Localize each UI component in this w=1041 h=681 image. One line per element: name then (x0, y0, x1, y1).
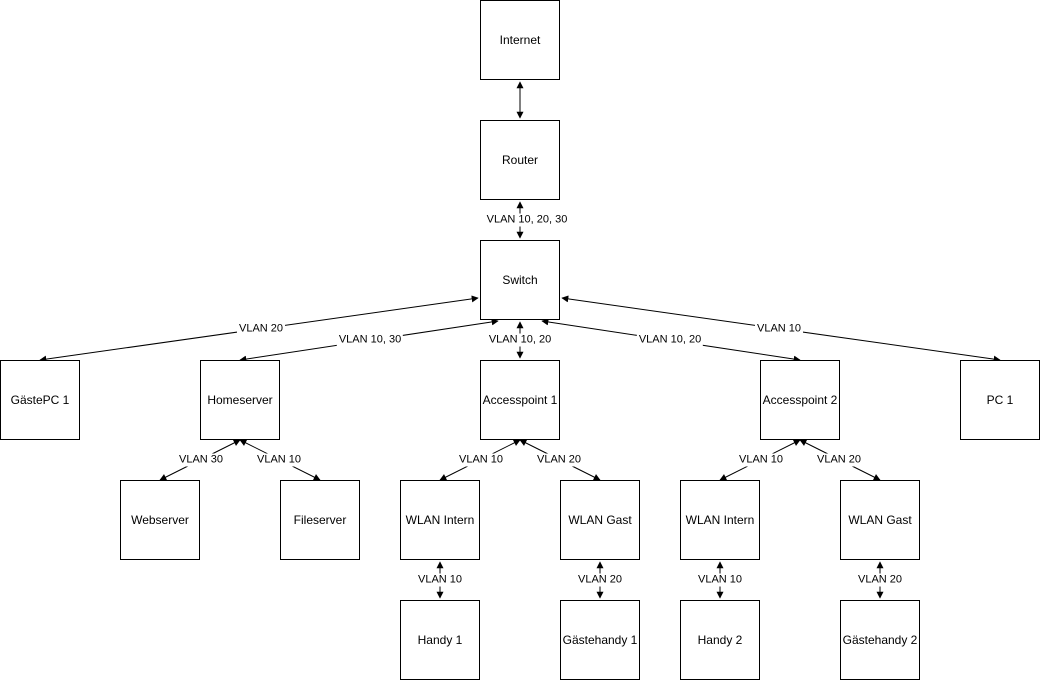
edge-label-router-switch: VLAN 10, 20, 30 (484, 213, 570, 227)
edge-label-ap2-wlan-gast: VLAN 20 (814, 453, 864, 467)
edge-label-wlan-gast1-gaestehandy1: VLAN 20 (575, 573, 625, 587)
node-wlan-gast-2[interactable]: WLAN Gast (840, 480, 920, 560)
edge-label-ap1-wlan-gast: VLAN 20 (534, 453, 584, 467)
edge-label-wlan-intern1-handy1: VLAN 10 (415, 573, 465, 587)
edge-label-switch-homeserver: VLAN 10, 30 (336, 333, 404, 347)
node-gaestepc1[interactable]: GästePC 1 (0, 360, 80, 440)
node-gaestehandy1[interactable]: Gästehandy 1 (560, 600, 640, 680)
node-internet[interactable]: Internet (480, 0, 560, 80)
edge-label-ap1-wlan-intern: VLAN 10 (456, 453, 506, 467)
node-homeserver[interactable]: Homeserver (200, 360, 280, 440)
node-wlan-gast-1[interactable]: WLAN Gast (560, 480, 640, 560)
edge-label-ap2-wlan-intern: VLAN 10 (736, 453, 786, 467)
node-switch[interactable]: Switch (480, 240, 560, 320)
node-accesspoint1[interactable]: Accesspoint 1 (480, 360, 560, 440)
edge-label-homeserver-webserver: VLAN 30 (176, 453, 226, 467)
node-handy1[interactable]: Handy 1 (400, 600, 480, 680)
edge-label-switch-pc1: VLAN 10 (754, 322, 804, 336)
node-gaestehandy2[interactable]: Gästehandy 2 (840, 600, 920, 680)
node-wlan-intern-1[interactable]: WLAN Intern (400, 480, 480, 560)
node-handy2[interactable]: Handy 2 (680, 600, 760, 680)
node-pc1[interactable]: PC 1 (960, 360, 1040, 440)
node-fileserver[interactable]: Fileserver (280, 480, 360, 560)
edge-label-homeserver-fileserver: VLAN 10 (254, 453, 304, 467)
node-wlan-intern-2[interactable]: WLAN Intern (680, 480, 760, 560)
edge-label-wlan-gast2-gaestehandy2: VLAN 20 (855, 573, 905, 587)
node-accesspoint2[interactable]: Accesspoint 2 (760, 360, 840, 440)
node-router[interactable]: Router (480, 120, 560, 200)
edge-label-switch-ap2: VLAN 10, 20 (636, 333, 704, 347)
edge-label-wlan-intern2-handy2: VLAN 10 (695, 573, 745, 587)
node-webserver[interactable]: Webserver (120, 480, 200, 560)
edge-label-switch-ap1: VLAN 10, 20 (486, 333, 554, 347)
edge-label-switch-gaestepc1: VLAN 20 (236, 322, 286, 336)
